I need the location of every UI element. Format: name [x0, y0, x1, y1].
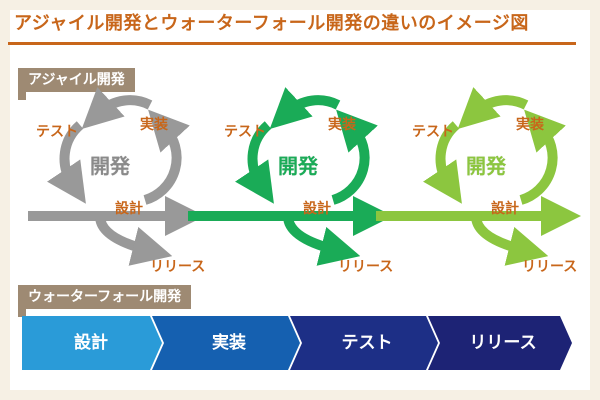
- waterfall-step-release: リリース: [469, 333, 537, 353]
- cycle-3-center-label: 開発: [466, 154, 506, 178]
- agile-tag-tail: [18, 92, 26, 100]
- waterfall-chevron-2: [152, 316, 300, 370]
- cycle-3-impl-label: 実装: [516, 117, 544, 133]
- cycle-1-center-label: 開発: [90, 154, 130, 178]
- cycle-3-test-label: テスト: [412, 124, 454, 140]
- waterfall-chevron-3: [290, 316, 438, 370]
- cycle-3-arc-right: [519, 109, 566, 205]
- cycle-2-arc-top: [269, 87, 341, 130]
- agile-cycle-2: [188, 87, 393, 266]
- cycle-1-impl-label: 実装: [140, 117, 168, 133]
- waterfall-tag-tail: [18, 309, 26, 317]
- cycle-1-arc-left: [47, 121, 86, 204]
- cycle-2-release-arrow: [283, 215, 361, 266]
- waterfall-step-design: 設計: [74, 333, 108, 353]
- cycle-3-arc-left: [423, 121, 462, 204]
- cycle-3-release-arrow: [471, 215, 549, 266]
- cycle-2-arc-left: [235, 121, 274, 204]
- cycle-1-arc-top: [81, 87, 153, 130]
- waterfall-step-impl: 実装: [212, 333, 246, 353]
- cycle-2-impl-label: 実装: [328, 117, 356, 133]
- cycle-3-arc-top: [457, 87, 529, 130]
- cycle-2-release-label: リリース: [338, 259, 394, 275]
- waterfall-section-tag: ウォーターフォール開発: [18, 285, 192, 309]
- waterfall-chevrons: [22, 316, 572, 370]
- cycle-1-release-arrow: [95, 215, 173, 266]
- cycle-3-design-label: 設計: [491, 201, 519, 217]
- waterfall-chevron-1: [22, 316, 162, 370]
- waterfall-step-test: テスト: [341, 333, 393, 353]
- cycle-3-release-label: リリース: [522, 259, 578, 275]
- cycle-1-release-label: リリース: [150, 259, 206, 275]
- cycle-1-design-label: 設計: [115, 201, 143, 217]
- page-title: アジャイル開発とウォーターフォール開発の違いのイメージ図: [14, 13, 529, 34]
- cycle-1-test-label: テスト: [36, 124, 78, 140]
- cycle-2-center-label: 開発: [278, 154, 318, 178]
- agile-cycle-1: [28, 87, 205, 266]
- cycle-2-arc-right: [331, 109, 378, 205]
- cycle-2-design-label: 設計: [303, 201, 331, 217]
- cycle-1-arc-right: [143, 109, 190, 205]
- agile-cycle-3: [376, 87, 581, 266]
- title-underline: [8, 42, 576, 45]
- cycle-2-test-label: テスト: [224, 124, 266, 140]
- waterfall-chevron-4: [428, 316, 572, 370]
